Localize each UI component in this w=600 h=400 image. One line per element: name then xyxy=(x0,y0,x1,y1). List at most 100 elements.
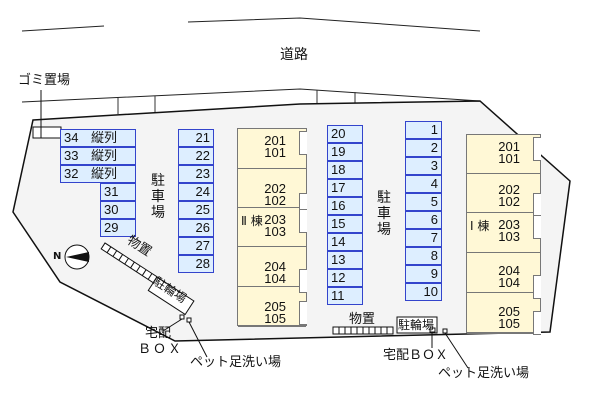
parking-number: 33 xyxy=(64,148,79,163)
parking-label-west: 駐 車 場 xyxy=(150,173,166,221)
parking-space-19: 19 xyxy=(327,143,363,161)
compass-north-label: N xyxy=(53,251,62,262)
parking-space-5: 5 xyxy=(405,193,442,211)
parking-space-15: 15 xyxy=(327,215,363,233)
unit-upper: 202 xyxy=(264,181,286,196)
balcony-notch xyxy=(299,301,307,325)
parking-note: 縦列 xyxy=(91,148,118,163)
parking-space-10: 10 xyxy=(405,283,442,301)
unit-numbers: 202 102 xyxy=(498,182,520,209)
parking-label-center: 駐 車 場 xyxy=(376,190,392,238)
parking-space-22: 22 xyxy=(178,147,214,165)
building-1-unit-3: Ⅰ 棟 203 103 xyxy=(467,213,540,253)
building-2: 201 101 202 102 Ⅱ 棟 203 103 204 104 205 … xyxy=(237,128,307,327)
balcony-notch xyxy=(533,137,541,161)
unit-lower: 102 xyxy=(264,193,286,208)
building-2-unit-4: 204 104 xyxy=(238,247,306,287)
parking-space-28: 28 xyxy=(178,255,214,273)
building-1-unit-5: 205 105 xyxy=(467,293,540,334)
delivery-box-label-west-bottom: ＢＯＸ xyxy=(138,342,184,357)
unit-lower: 104 xyxy=(498,275,520,290)
building-name: Ⅰ 棟 xyxy=(470,219,490,233)
unit-upper: 203 xyxy=(264,212,286,227)
bicycle-parking-west xyxy=(147,276,195,316)
balcony-notch xyxy=(299,131,307,155)
parking-space-12: 12 xyxy=(327,269,363,287)
building-2-unit-3: Ⅱ 棟 203 103 xyxy=(238,208,306,247)
unit-lower: 105 xyxy=(498,316,520,331)
building-1-unit-1: 201 101 xyxy=(467,135,540,174)
building-1-unit-4: 204 104 xyxy=(467,253,540,293)
road-edge-top-left xyxy=(21,25,105,32)
parking-note: 縦列 xyxy=(91,166,118,181)
unit-lower: 103 xyxy=(264,224,286,239)
parking-space-16: 16 xyxy=(327,197,363,215)
road-edge-bottom xyxy=(21,88,481,103)
unit-upper: 205 xyxy=(498,304,520,319)
parking-space-31: 31 xyxy=(100,183,136,201)
balcony-notch xyxy=(533,275,541,299)
storage-south xyxy=(332,326,394,335)
building-2-unit-5: 205 105 xyxy=(238,287,306,327)
unit-numbers: 205 105 xyxy=(264,299,286,325)
balcony-notch xyxy=(533,311,541,335)
parking-space-30: 30 xyxy=(100,201,136,219)
parking-space-1: 1 xyxy=(405,121,442,139)
balcony-notch xyxy=(533,193,541,217)
building-1: 201 101 202 102 Ⅰ 棟 203 103 204 104 205 … xyxy=(466,134,541,335)
parking-label-char: 車 xyxy=(151,189,165,205)
unit-lower: 101 xyxy=(498,151,520,166)
parking-space-23: 23 xyxy=(178,165,214,183)
unit-upper: 205 xyxy=(264,299,286,314)
road-label: 道路 xyxy=(280,47,308,63)
parking-space-18: 18 xyxy=(327,161,363,179)
balcony-notch xyxy=(299,269,307,293)
pet-wash-label-south: ペット足洗い場 xyxy=(438,366,530,381)
parking-space-2: 2 xyxy=(405,139,442,157)
parking-space-11: 11 xyxy=(327,287,363,305)
parking-space-21: 21 xyxy=(178,129,214,147)
unit-lower: 102 xyxy=(498,194,520,209)
bicycle-parking-label-south: 駐輪場 xyxy=(398,318,435,332)
balcony-notch xyxy=(533,215,541,239)
parking-space-34: 34 縦列 xyxy=(60,129,136,147)
parking-label-char: 場 xyxy=(151,205,165,221)
parking-space-6: 6 xyxy=(405,211,442,229)
unit-upper: 201 xyxy=(264,133,286,148)
parking-space-17: 17 xyxy=(327,179,363,197)
unit-numbers: 204 104 xyxy=(498,263,520,290)
parking-label-char: 駐 xyxy=(377,190,391,206)
unit-upper: 201 xyxy=(498,139,520,154)
unit-upper: 204 xyxy=(498,263,520,278)
road-edge-top-right xyxy=(187,17,481,32)
unit-upper: 203 xyxy=(498,217,520,232)
building-1-unit-2: 202 102 xyxy=(467,174,540,213)
delivery-box-label-west-top: 宅配 xyxy=(145,326,172,341)
balcony-notch xyxy=(299,209,307,233)
building-name: Ⅱ 棟 xyxy=(241,214,263,228)
unit-upper: 202 xyxy=(498,182,520,197)
parking-space-24: 24 xyxy=(178,183,214,201)
parking-space-25: 25 xyxy=(178,201,214,219)
delivery-box-label-south: 宅配ＢＯＸ xyxy=(383,348,449,363)
parking-number: 34 xyxy=(64,130,79,145)
building-2-unit-2: 202 102 xyxy=(238,169,306,208)
pet-wash-label-west: ペット足洗い場 xyxy=(190,355,282,370)
unit-numbers: 201 101 xyxy=(264,133,286,159)
parking-space-3: 3 xyxy=(405,157,442,175)
parking-space-26: 26 xyxy=(178,219,214,237)
unit-numbers: 203 103 xyxy=(498,217,520,244)
garbage-area xyxy=(32,126,62,139)
parking-space-20: 20 xyxy=(327,125,363,143)
garbage-area-label: ゴミ置場 xyxy=(18,73,71,88)
unit-numbers: 201 101 xyxy=(498,139,520,166)
unit-numbers: 204 104 xyxy=(264,260,286,285)
north-arrow-icon xyxy=(64,244,90,270)
parking-space-14: 14 xyxy=(327,233,363,251)
unit-lower: 103 xyxy=(498,229,520,244)
parking-label-char: 場 xyxy=(377,222,391,238)
parking-space-33: 33 縦列 xyxy=(60,147,136,165)
parking-space-9: 9 xyxy=(405,265,442,283)
parking-space-8: 8 xyxy=(405,247,442,265)
bicycle-parking-south xyxy=(396,316,438,334)
